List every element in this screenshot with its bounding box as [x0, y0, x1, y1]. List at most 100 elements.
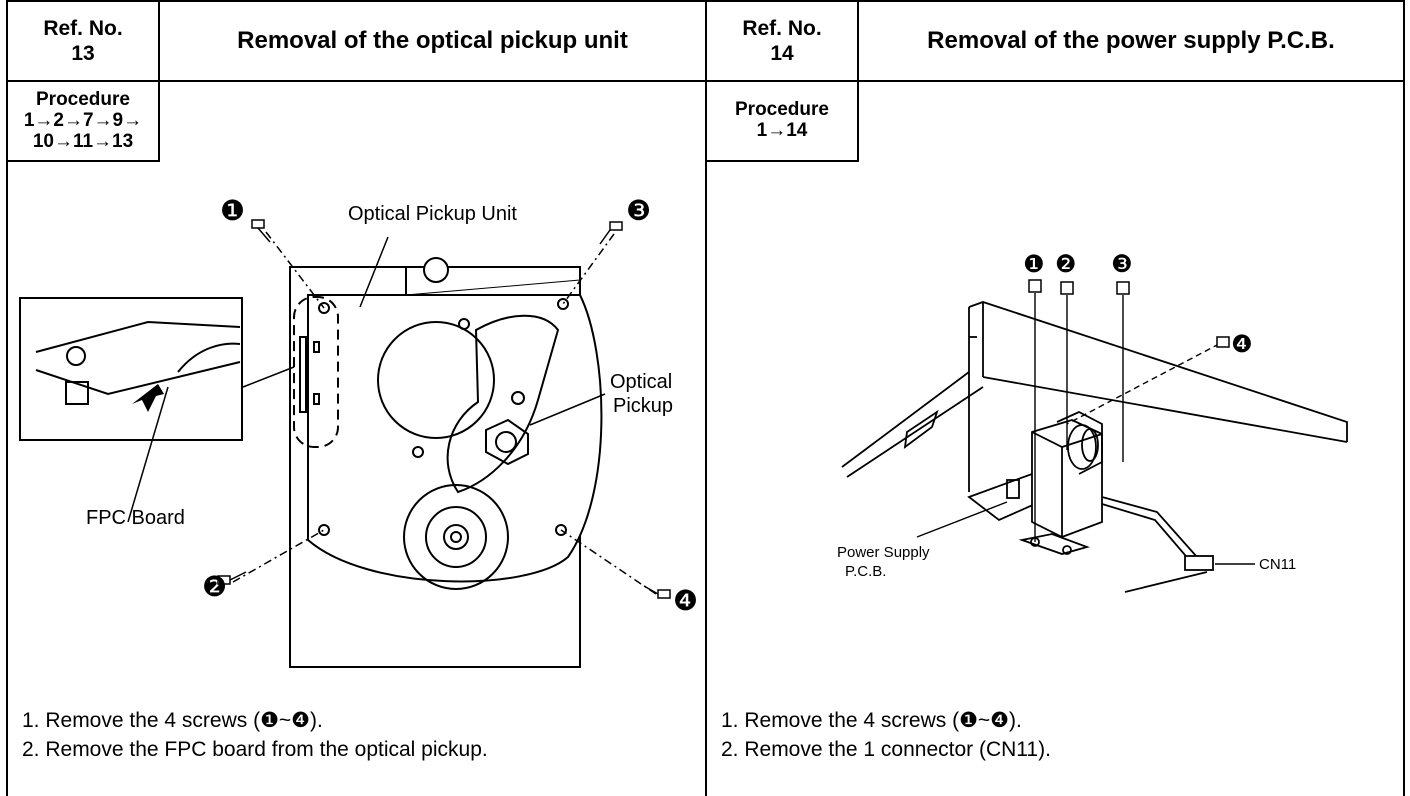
plate-notch: [423, 257, 449, 283]
transformer-core: [1056, 410, 1103, 475]
ref-label: Ref. No.: [742, 17, 822, 40]
disc-opening: [377, 321, 495, 439]
fpc-highlight: [293, 296, 339, 448]
screw-1-path: [265, 231, 325, 309]
fpc-leader: [127, 386, 169, 523]
screw-3-path: [562, 233, 615, 305]
connector-cable-2: [1101, 503, 1192, 563]
ref-label: Ref. No.: [43, 17, 123, 40]
procedure-panel-ref-14: Ref. No. 14 Removal of the power supply …: [705, 0, 1405, 796]
spindle-center: [443, 524, 469, 550]
screw-2-icon: [1060, 281, 1074, 295]
ref-number: 13: [71, 42, 95, 65]
procedure-panel-ref-13: Ref. No. 13 Removal of the optical picku…: [6, 0, 707, 796]
cn11-connector: [1184, 555, 1214, 571]
screw-hole-4: [555, 524, 567, 536]
procedure-label: Procedure: [36, 88, 130, 110]
fpc-clip: [313, 393, 320, 405]
pickup-leader: [529, 393, 606, 426]
screw-hole-2: [318, 524, 330, 536]
inset-board-edge: [35, 320, 241, 353]
screw-marker-2: ❷: [202, 571, 227, 602]
inset-fpc-ribbon: [177, 342, 241, 373]
procedure-label: Procedure: [735, 99, 829, 120]
pickup-lens-housing: [485, 418, 529, 466]
spindle-motor: [403, 484, 509, 590]
section-title: Removal of the optical pickup unit: [237, 27, 628, 54]
label-optical: Optical: [610, 371, 672, 393]
pickup-sled: [446, 314, 560, 494]
step-2: 2. Remove the FPC board from the optical…: [22, 738, 488, 761]
fpc-clip: [313, 341, 320, 353]
screw-2-icon: [217, 571, 247, 585]
transformer-body: [1031, 419, 1103, 538]
label-power-supply: Power Supply: [837, 544, 930, 561]
procedure-sequence-line-1: 1→14: [756, 120, 808, 141]
ref-number-cell: Ref. No. 14: [707, 2, 859, 80]
screw-hole-1: [318, 302, 330, 314]
label-cn11: CN11: [1259, 556, 1296, 573]
screw-4-path: [560, 529, 657, 595]
chassis-slot: [903, 409, 939, 449]
pickup-hole: [511, 391, 525, 405]
unit-hole: [458, 318, 470, 330]
screw-4-path: [1066, 343, 1220, 425]
chassis-wall-top: [968, 301, 1348, 442]
ref-number: 14: [770, 42, 794, 65]
procedure-cell: Procedure 1→2→7→9→ 10→11→13: [8, 80, 160, 162]
panel-header: Ref. No. 14 Removal of the power supply …: [707, 2, 1403, 82]
procedure-cell: Procedure 1→14: [707, 80, 859, 162]
label-pcb: P.C.B.: [845, 563, 886, 580]
screw-marker-1: ❶: [1023, 251, 1045, 278]
screw-3-icon: [1116, 281, 1130, 295]
screw-marker-2: ❷: [1055, 251, 1077, 278]
power-supply-pcb-diagram: ❶ ❷ ❸ ❹ Power Supply P.C.B. CN11: [837, 251, 1348, 593]
ref-number-cell: Ref. No. 13: [8, 2, 160, 80]
inset-board-side: [35, 361, 241, 396]
screw-3-icon: [599, 221, 623, 245]
screw-marker-4: ❹: [673, 585, 698, 616]
label-pickup: Pickup: [613, 395, 673, 417]
pcb-leader: [916, 501, 1008, 538]
step-2: 2. Remove the 1 connector (CN11).: [721, 738, 1051, 761]
screw-marker-4: ❹: [1231, 331, 1253, 358]
bracket-foot: [1018, 533, 1090, 555]
unit-hole: [412, 446, 424, 458]
screw-marker-3: ❸: [1111, 251, 1133, 278]
section-title: Removal of the power supply P.C.B.: [927, 27, 1335, 54]
inset-post: [65, 381, 89, 405]
screw-1-icon: [251, 219, 271, 243]
fpc-connector: [299, 336, 307, 413]
step-1: 1. Remove the 4 screws (❶~❹).: [22, 709, 323, 732]
procedure-sequence-line-1: 1→2→7→9→: [23, 109, 143, 131]
unit-leader: [359, 236, 389, 308]
screw-marker-1: ❶: [220, 195, 245, 226]
chassis-wall-base: [982, 376, 1348, 443]
chassis-floor-edge: [841, 371, 970, 468]
screw-4-icon: [643, 585, 671, 599]
panel-header: Ref. No. 13 Removal of the optical picku…: [8, 2, 705, 82]
label-optical-pickup-unit: Optical Pickup Unit: [348, 203, 517, 225]
chassis-floor-edge-2: [846, 386, 984, 478]
screw-hole-3: [557, 298, 569, 310]
label-fpc-board: FPC Board: [86, 507, 185, 529]
instruction-steps: 1. Remove the 4 screws (❶~❹). 2. Remove …: [721, 706, 1051, 764]
plate-edge-line: [405, 279, 581, 296]
screw-1-icon: [1028, 279, 1042, 293]
spindle-shaft: [450, 531, 462, 543]
optical-pickup-unit-diagram: Optical Pickup Unit Optical Pickup FPC B…: [19, 195, 698, 668]
transformer-coil-inner: [1081, 428, 1099, 462]
push-arrow-icon: [132, 384, 164, 412]
spindle-hub: [425, 506, 487, 568]
procedure-sequence-line-2: 10→11→13: [32, 130, 134, 152]
instruction-steps: 1. Remove the 4 screws (❶~❹). 2. Remove …: [22, 706, 488, 764]
floor-line: [1124, 571, 1208, 593]
screw-marker-3: ❸: [626, 195, 651, 226]
fpc-detail-inset: [19, 297, 243, 441]
foot-screw-hole: [1062, 545, 1072, 555]
detail-leader: [242, 366, 295, 388]
pickup-lens: [495, 431, 517, 453]
connector-cable: [1101, 496, 1198, 558]
transformer-coil: [1067, 424, 1097, 470]
pcb-component: [1006, 479, 1020, 499]
